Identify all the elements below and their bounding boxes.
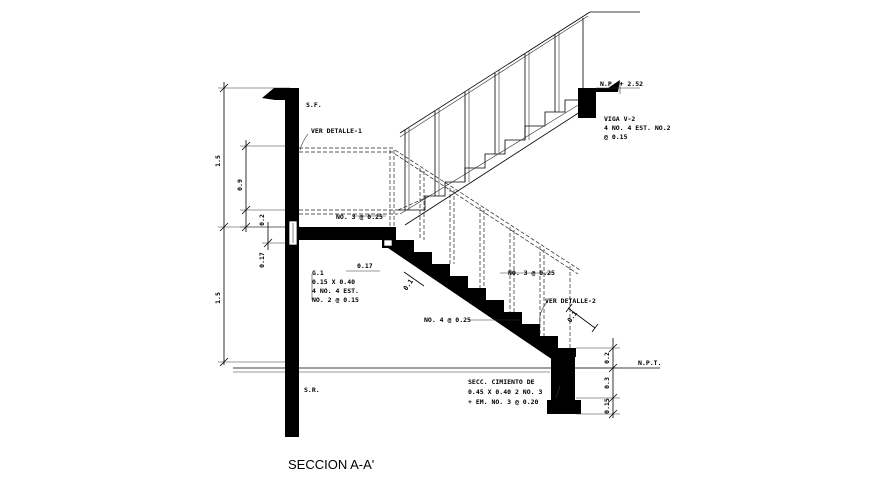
railing-lower [299,147,581,348]
label-ver-detalle-2: VER DETALLE-2 [545,297,596,305]
lower-flight [299,227,581,414]
label-cim-line2: 0.45 X 0.40 2 NO. 3 [468,388,542,396]
railing-upper [399,11,640,210]
label-rebar-bottom: NO. 4 @ 0.25 [424,316,471,324]
leader-lines [299,82,640,399]
upper-beam [578,80,620,118]
label-sf: S.F. [306,101,322,109]
label-rebar-flight2: NO. 3 @ 0.25 [508,269,555,277]
label-rebar-mid: NO. 3 @ 0.25 [336,213,383,221]
label-beam-title: G.1 [312,269,324,277]
dim-flight-thk: 0.1 [402,278,415,292]
dim-right-top: 0.2 [603,352,611,364]
label-viga-line1: 4 NO. 4 EST. NO.2 [604,124,671,132]
dim-left-upper: 1.5 [214,155,222,167]
label-viga-line2: @ 0.15 [604,133,628,141]
dim-stair-right: 0.1 [566,310,579,324]
label-beam-line2: 4 NO. 4 EST. [312,287,359,295]
label-np-top: N.P. + 2.52 [600,80,643,88]
dim-left-rail: 0.9 [236,179,244,191]
label-cim-line3: + EM. NO. 3 @ 0.20 [468,398,539,406]
label-sr: S.R. [304,386,320,394]
left-dimension-chain [218,82,300,367]
label-viga-title: VIGA V-2 [604,115,635,123]
drawing-title: SECCION A-A' [288,457,374,472]
dim-right-mid: 0.3 [603,377,611,389]
dim-right-bottom: 0.15 [603,398,611,414]
dim-left-mid: 0.17 [258,252,266,268]
label-ver-detalle-1: VER DETALLE-1 [311,127,362,135]
label-beam-line3: NO. 2 @ 0.15 [312,296,359,304]
wall-column [262,88,299,437]
dim-left-small: 0.2 [258,214,266,226]
dim-left-lower: 1.5 [214,292,222,304]
label-cim-line1: SECC. CIMIENTO DE [468,378,535,386]
dim-slab: 0.17 [357,262,373,270]
label-beam-line1: 0.15 X 0.40 [312,278,355,286]
upper-flight [398,99,581,226]
right-dimension-chain [403,271,620,419]
label-npt: N.P.T. [638,359,661,367]
